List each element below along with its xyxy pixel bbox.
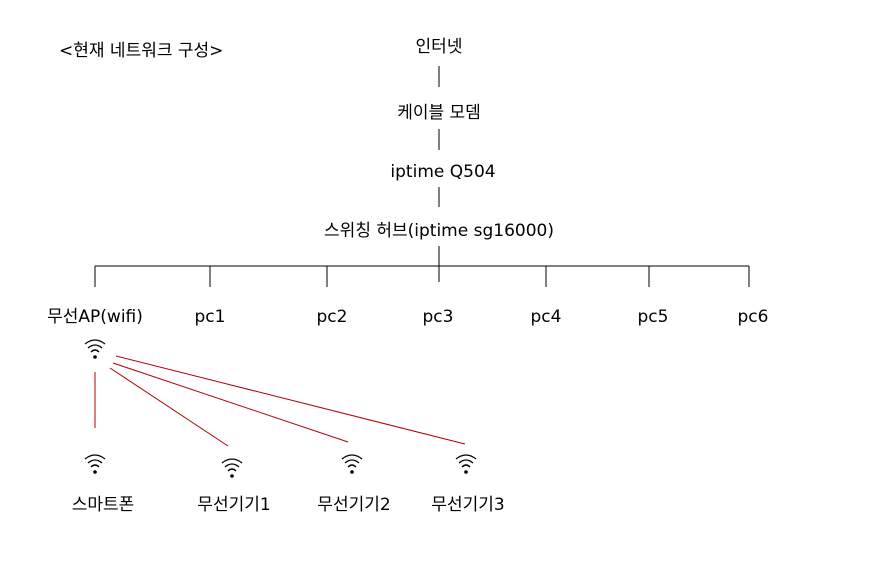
node-pc1: pc1 [194, 307, 226, 327]
node-pc4: pc4 [530, 307, 562, 327]
node-smartphone: 스마트폰 [71, 495, 135, 515]
diagram-title: <현재 네트워크 구성> [59, 41, 224, 61]
wifi-icon [341, 454, 363, 474]
wifi-icon [84, 339, 106, 359]
node-wireless-device-3: 무선기기3 [431, 495, 505, 515]
node-pc3: pc3 [422, 307, 454, 327]
node-pc6: pc6 [737, 307, 769, 327]
wireless-link-device2 [112, 362, 349, 443]
wifi-icon [84, 454, 106, 474]
node-wireless-ap: 무선AP(wifi) [47, 307, 143, 327]
node-pc2: pc2 [316, 307, 348, 327]
wireless-link-device3 [115, 355, 466, 445]
node-pc5: pc5 [637, 307, 669, 327]
wifi-icon [221, 458, 243, 478]
wifi-icon [455, 454, 477, 474]
wireless-link-device1 [109, 367, 229, 447]
node-switching-hub: 스위칭 허브(iptime sg16000) [324, 221, 554, 241]
node-internet: 인터넷 [415, 37, 463, 57]
node-cable-modem: 케이블 모뎀 [397, 103, 481, 123]
node-wireless-device-1: 무선기기1 [197, 495, 271, 515]
node-router: iptime Q504 [390, 162, 496, 182]
node-wireless-device-2: 무선기기2 [317, 495, 391, 515]
